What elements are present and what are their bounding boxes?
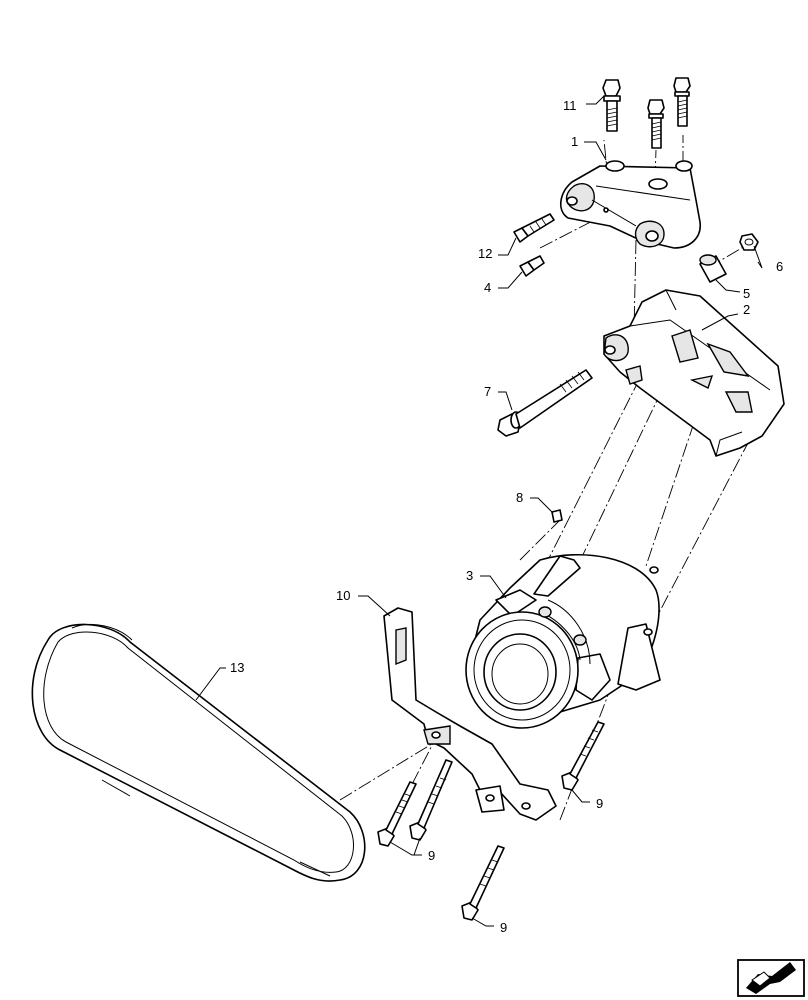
callout-11: 11 (563, 98, 577, 113)
bolt-11b (647, 99, 665, 149)
callout-10: 10 (336, 588, 350, 603)
callout-6: 6 (776, 259, 783, 274)
nut-6 (739, 233, 759, 251)
bolt-9-group (377, 721, 605, 921)
compressor (465, 554, 661, 729)
callout-13: 13 (230, 660, 244, 675)
bolt-9d (461, 845, 505, 921)
callout-1: 1 (571, 134, 578, 149)
bolt-9b (409, 759, 453, 841)
upper-mounting-bracket (560, 160, 701, 249)
callout-5: 5 (743, 286, 750, 301)
bolt-4 (519, 255, 545, 277)
callout-2: 2 (743, 302, 750, 317)
bolt-7 (497, 369, 593, 437)
callout-8: 8 (516, 490, 523, 505)
bolt-11-group (602, 77, 691, 149)
callout-labels: 11 1 12 4 6 5 2 7 8 3 10 13 9 9 9 (230, 98, 783, 935)
callout-4: 4 (484, 280, 491, 295)
dowel-8 (551, 509, 563, 523)
callout-7: 7 (484, 384, 491, 399)
leader-lines (195, 95, 763, 927)
callout-9-right: 9 (596, 796, 603, 811)
callout-3: 3 (466, 568, 473, 583)
direction-arrow-icon (737, 959, 805, 997)
spacer-5 (699, 254, 727, 283)
callout-9-left: 9 (428, 848, 435, 863)
bolt-9a (377, 781, 417, 847)
drive-belt (31, 623, 366, 882)
support-bracket-10 (383, 607, 557, 821)
callout-9-bottom: 9 (500, 920, 507, 935)
bolt-12 (513, 213, 555, 243)
bolt-9c (561, 721, 605, 791)
bolt-11 (602, 79, 621, 132)
callout-12: 12 (478, 246, 492, 261)
adjusting-bracket (603, 289, 785, 457)
bolt-11c (673, 77, 691, 127)
